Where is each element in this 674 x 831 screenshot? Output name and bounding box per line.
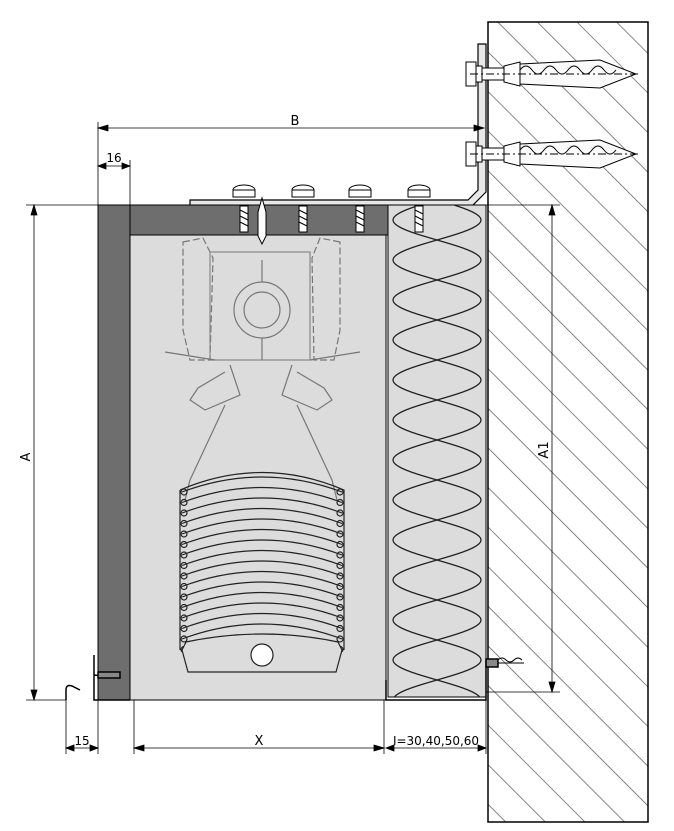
bottom-profile-right bbox=[385, 657, 524, 701]
screw-icon bbox=[232, 184, 256, 233]
dimension-label-insulation: I=30,40,50,60 bbox=[393, 734, 479, 748]
shutter-slat-roll bbox=[179, 471, 345, 654]
screw-icon bbox=[407, 184, 431, 233]
dimension-label-16: 16 bbox=[106, 151, 121, 165]
fixing-screws bbox=[232, 184, 431, 246]
dimension-lines bbox=[26, 122, 560, 754]
bottom-bar bbox=[181, 633, 343, 673]
insulation-panel bbox=[387, 204, 487, 698]
wall-anchor-top bbox=[465, 59, 640, 89]
dimension-label-x: X bbox=[255, 734, 264, 749]
dimension-label-b: B bbox=[291, 114, 300, 129]
screw-icon bbox=[257, 196, 267, 246]
wall-anchor-bottom bbox=[465, 139, 640, 169]
dimension-label-a: A bbox=[19, 452, 34, 461]
dimension-label-15: 15 bbox=[74, 734, 89, 748]
dimension-label-a1: A1 bbox=[537, 441, 552, 458]
shutter-drive-unit bbox=[164, 237, 361, 361]
screw-icon bbox=[291, 184, 315, 233]
screw-icon bbox=[348, 184, 372, 233]
mounting-bracket bbox=[189, 43, 487, 207]
shutter-box-cavity bbox=[129, 234, 387, 701]
bottom-profile-left bbox=[65, 655, 130, 701]
